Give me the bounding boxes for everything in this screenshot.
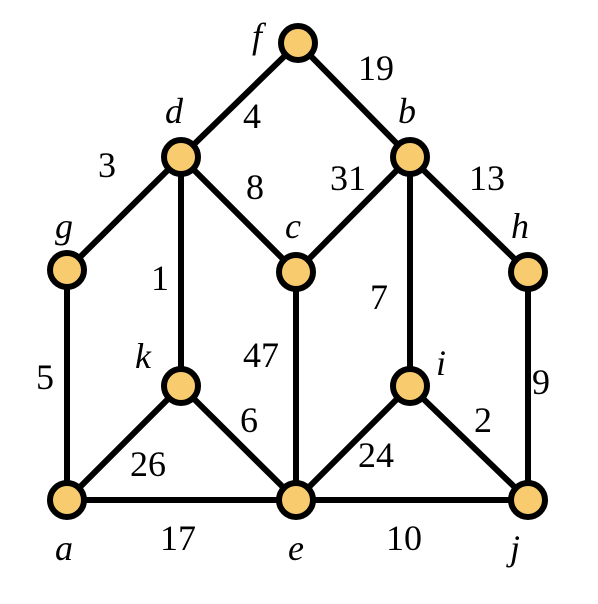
node-g bbox=[47, 250, 87, 290]
edge-k-e bbox=[178, 383, 299, 503]
weight-h-j: 9 bbox=[532, 362, 550, 402]
node-b bbox=[390, 137, 430, 177]
weight-d-g: 3 bbox=[98, 145, 116, 185]
node-a bbox=[47, 480, 87, 520]
node-label-f: f bbox=[252, 16, 267, 56]
weight-i-e: 24 bbox=[358, 435, 394, 475]
node-d bbox=[161, 137, 201, 177]
node-label-g: g bbox=[55, 206, 73, 246]
node-label-d: d bbox=[165, 91, 184, 131]
node-i bbox=[390, 366, 430, 406]
weight-b-h: 13 bbox=[469, 158, 505, 198]
edge-f-b bbox=[295, 40, 413, 160]
edge-weights: 4 19 3 8 1 31 13 7 5 47 9 26 6 24 2 17 1… bbox=[36, 48, 550, 558]
weight-i-j: 2 bbox=[474, 400, 492, 440]
edge-i-e bbox=[293, 383, 413, 503]
node-label-i: i bbox=[436, 343, 446, 383]
nodes bbox=[47, 23, 548, 520]
edges bbox=[64, 40, 531, 503]
node-f bbox=[278, 23, 318, 63]
weight-b-c: 31 bbox=[330, 158, 366, 198]
weight-e-j: 10 bbox=[386, 518, 422, 558]
node-k bbox=[161, 366, 201, 406]
node-label-h: h bbox=[511, 206, 529, 246]
node-h bbox=[508, 252, 548, 292]
weight-f-d: 4 bbox=[243, 96, 261, 136]
edge-f-d bbox=[178, 40, 301, 160]
weight-k-a: 26 bbox=[130, 444, 166, 484]
edge-b-h bbox=[407, 154, 531, 275]
node-labels: f d b g c h k i a e j bbox=[55, 16, 529, 568]
edge-b-c bbox=[293, 154, 413, 275]
weight-k-e: 6 bbox=[240, 400, 258, 440]
weight-a-e: 17 bbox=[160, 518, 196, 558]
edge-d-g bbox=[64, 154, 184, 273]
node-label-k: k bbox=[135, 336, 152, 376]
node-label-a: a bbox=[55, 528, 73, 568]
weight-b-i: 7 bbox=[370, 277, 388, 317]
node-j bbox=[508, 480, 548, 520]
node-label-e: e bbox=[288, 528, 304, 568]
weight-d-c: 8 bbox=[246, 167, 264, 207]
weight-c-e: 47 bbox=[243, 335, 279, 375]
node-label-j: j bbox=[506, 528, 520, 568]
weight-d-k: 1 bbox=[151, 258, 169, 298]
weight-f-b: 19 bbox=[358, 48, 394, 88]
weight-g-a: 5 bbox=[36, 357, 54, 397]
edge-k-a bbox=[64, 383, 184, 503]
node-label-b: b bbox=[398, 91, 416, 131]
node-label-c: c bbox=[285, 206, 301, 246]
node-c bbox=[276, 252, 316, 292]
node-e bbox=[276, 480, 316, 520]
edge-i-j bbox=[407, 383, 531, 503]
edge-d-c bbox=[178, 154, 299, 275]
